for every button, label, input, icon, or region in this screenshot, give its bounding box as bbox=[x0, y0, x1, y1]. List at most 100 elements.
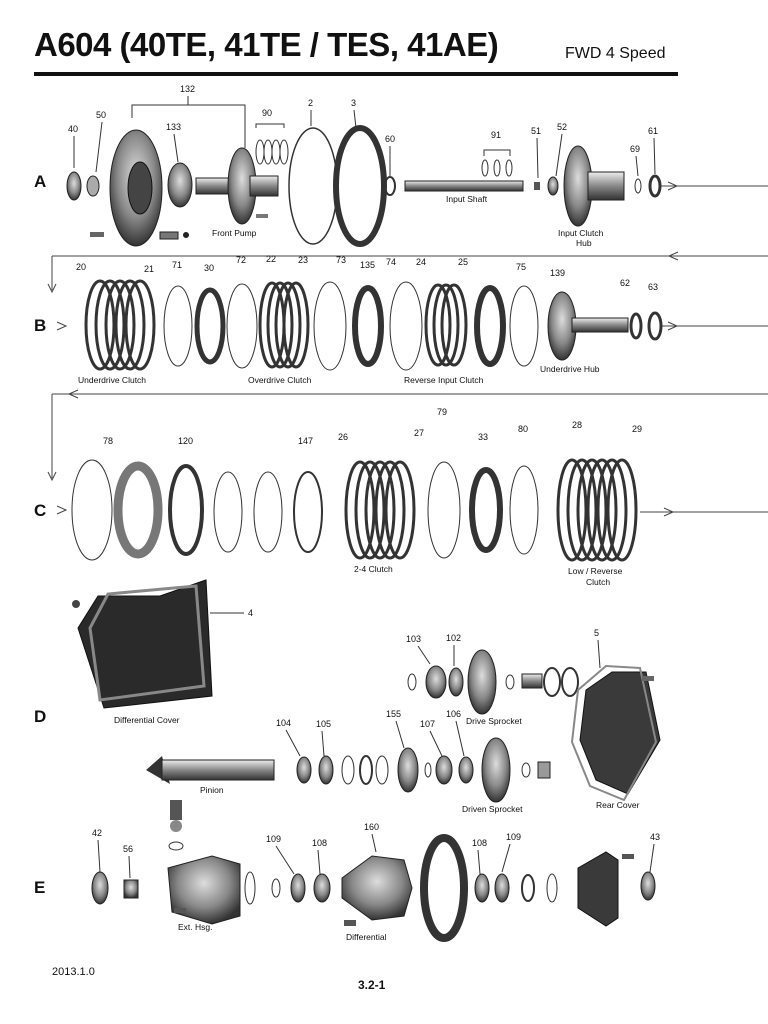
bearing-103 bbox=[425, 665, 447, 699]
callout-60: 60 bbox=[385, 134, 395, 144]
callout-21: 21 bbox=[144, 264, 154, 274]
caption-low-reverse-1: Low / Reverse bbox=[568, 566, 623, 576]
overdrive-clutch-pack bbox=[258, 281, 310, 369]
callout-74: 74 bbox=[386, 257, 396, 267]
seal-42 bbox=[91, 871, 109, 905]
gasket-2 bbox=[288, 127, 338, 245]
callout-63: 63 bbox=[648, 282, 658, 292]
callout-5: 5 bbox=[594, 628, 599, 638]
row-a-parts: 132 40 50 133 Front Pump 90 2 bbox=[66, 84, 662, 248]
extension-housing bbox=[167, 855, 241, 925]
callout-108b: 108 bbox=[472, 838, 487, 848]
bushing-56 bbox=[123, 879, 139, 899]
bearing-108b bbox=[474, 873, 490, 903]
snap-ring-75 bbox=[509, 285, 539, 367]
bearing-108a bbox=[313, 873, 331, 903]
caption-input-clutch-hub-2: Hub bbox=[576, 238, 592, 248]
callout-132: 132 bbox=[180, 84, 195, 94]
callout-30: 30 bbox=[204, 263, 214, 273]
page-title: A604 (40TE, 41TE / TES, 41AE) bbox=[34, 26, 499, 63]
snap-ring-72 bbox=[226, 283, 258, 369]
caption-clutch-2-4: 2-4 Clutch bbox=[354, 564, 393, 574]
row-e-parts: 42 56 Ext. Hsg. 109 108 160 Differential… bbox=[91, 800, 660, 942]
reverse-input-clutch-pack bbox=[424, 283, 468, 367]
callout-109a: 109 bbox=[266, 834, 281, 844]
callout-147: 147 bbox=[298, 436, 313, 446]
plate-30 bbox=[194, 287, 226, 365]
washer-61 bbox=[648, 174, 662, 198]
race-106 bbox=[458, 756, 474, 784]
underdrive-clutch-pack bbox=[84, 279, 156, 371]
race-102 bbox=[448, 667, 464, 697]
snap-ring-79 bbox=[427, 461, 461, 559]
caption-input-shaft: Input Shaft bbox=[446, 194, 488, 204]
callout-2: 2 bbox=[308, 98, 313, 108]
callout-79: 79 bbox=[437, 407, 447, 417]
washer-62 bbox=[629, 312, 643, 340]
callout-133: 133 bbox=[166, 122, 181, 132]
callout-3: 3 bbox=[351, 98, 356, 108]
row-c-parts: 78 120 147 26 27 2-4 Clutch 79 33 80 28 … bbox=[71, 407, 642, 587]
bushing-50 bbox=[86, 175, 100, 197]
row-label-a: A bbox=[34, 172, 47, 191]
callout-27: 27 bbox=[414, 428, 424, 438]
title-rule bbox=[34, 72, 678, 76]
callout-71: 71 bbox=[172, 260, 182, 270]
plate-reverse bbox=[474, 285, 506, 367]
row-label-d: D bbox=[34, 707, 47, 726]
snap-ring-147 bbox=[293, 471, 323, 553]
caption-ext-hsg: Ext. Hsg. bbox=[178, 922, 212, 932]
callout-102: 102 bbox=[446, 633, 461, 643]
plate-120 bbox=[168, 464, 204, 556]
callout-4: 4 bbox=[248, 608, 253, 618]
callout-26: 26 bbox=[338, 432, 348, 442]
race-105 bbox=[318, 755, 334, 785]
driven-sprocket bbox=[481, 737, 511, 803]
row-label-c: C bbox=[34, 501, 47, 520]
callout-109b: 109 bbox=[506, 832, 521, 842]
snap-ring-74 bbox=[389, 281, 423, 371]
callout-56: 56 bbox=[123, 844, 133, 854]
cover-gasket-4 bbox=[88, 584, 206, 702]
plate-33 bbox=[469, 467, 503, 553]
footer-version: 2013.1.0 bbox=[52, 966, 95, 978]
snap-ring-71 bbox=[163, 285, 193, 367]
callout-75: 75 bbox=[516, 262, 526, 272]
caption-pinion: Pinion bbox=[200, 785, 224, 795]
row-label-e: E bbox=[34, 878, 46, 897]
callout-160: 160 bbox=[364, 822, 379, 832]
callout-91: 91 bbox=[491, 130, 501, 140]
pump-gear-133 bbox=[167, 162, 193, 208]
caption-rear-cover: Rear Cover bbox=[596, 800, 640, 810]
clutch-2-4-pack bbox=[344, 460, 416, 560]
callout-25: 25 bbox=[458, 257, 468, 267]
callout-61: 61 bbox=[648, 126, 658, 136]
snap-ring-c2 bbox=[253, 471, 283, 553]
plate-135 bbox=[352, 285, 384, 367]
callout-72: 72 bbox=[236, 255, 246, 265]
callout-62: 62 bbox=[620, 278, 630, 288]
callout-107: 107 bbox=[420, 719, 435, 729]
footer-page-number: 3.2-1 bbox=[358, 978, 386, 992]
snap-ring-c1 bbox=[213, 471, 243, 553]
row-label-b: B bbox=[34, 316, 47, 335]
caption-driven-sprocket: Driven Sprocket bbox=[462, 804, 523, 814]
rear-cover bbox=[579, 671, 661, 795]
callout-28: 28 bbox=[572, 420, 582, 430]
input-shaft bbox=[404, 180, 524, 192]
callout-23: 23 bbox=[298, 255, 308, 265]
piston-ring bbox=[113, 461, 163, 559]
caption-underdrive-clutch: Underdrive Clutch bbox=[78, 375, 146, 385]
differential-case bbox=[341, 855, 413, 921]
callout-139: 139 bbox=[550, 268, 565, 278]
row-d-parts: 4 Differential Cover 103 102 Drive Sproc… bbox=[72, 579, 661, 814]
callout-105: 105 bbox=[316, 719, 331, 729]
callout-135: 135 bbox=[360, 260, 375, 270]
callout-43: 43 bbox=[650, 832, 660, 842]
caption-front-pump: Front Pump bbox=[212, 228, 257, 238]
gasket-3 bbox=[333, 125, 387, 247]
seal-40 bbox=[66, 171, 82, 201]
snap-ring-78 bbox=[71, 459, 113, 561]
flow-lines bbox=[47, 181, 768, 517]
